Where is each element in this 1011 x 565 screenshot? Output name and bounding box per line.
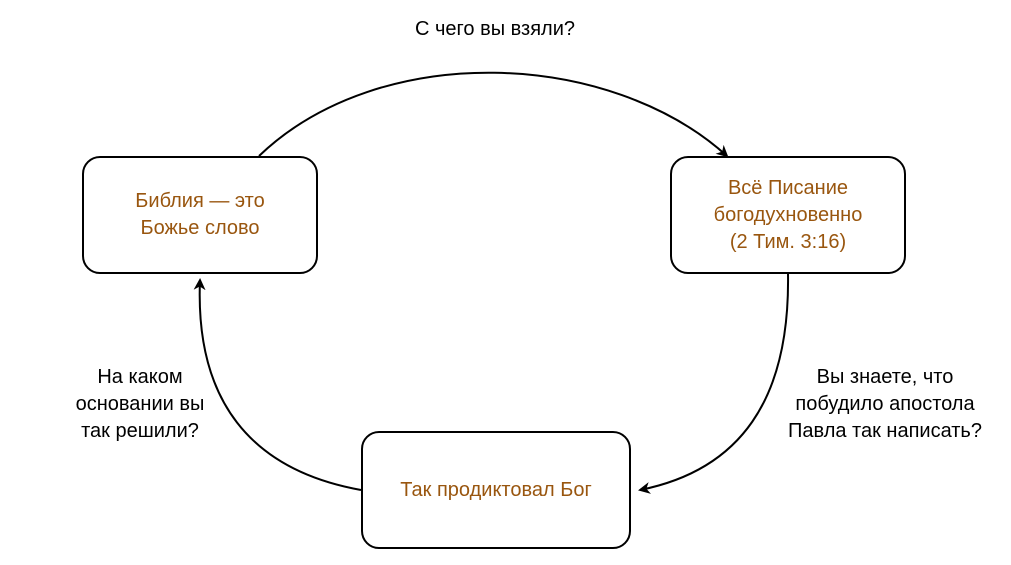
node-scripture-line: Всё Писание xyxy=(727,176,848,199)
edge-label-left-line: основании вы xyxy=(75,393,205,415)
arrow-bible-to-scripture xyxy=(258,71,729,158)
node-bible-is-gods-word[interactable]: Библия — это Божье слово xyxy=(82,156,318,274)
edge-label-left-line: На каком xyxy=(97,366,183,388)
edge-label-right: Вы знаете, что побудило апостола Павла т… xyxy=(760,364,1010,445)
edge-label-right-line: побудило апостола xyxy=(795,393,975,415)
node-god-line: Так продиктовал Бог xyxy=(400,478,592,501)
node-scripture-line: (2 Тим. 3:16) xyxy=(729,230,847,253)
node-all-scripture-inspired[interactable]: Всё Писание богодухновенно (2 Тим. 3:16) xyxy=(670,156,906,274)
edge-label-top: С чего вы взяли? xyxy=(380,16,610,43)
node-god-dictated[interactable]: Так продиктовал Бог xyxy=(361,431,631,549)
arrow-god-to-bible xyxy=(193,278,362,491)
edge-label-right-line: Вы знаете, что xyxy=(816,366,954,388)
edge-label-top-line: С чего вы взяли? xyxy=(415,18,575,40)
node-bible-line: Библия — это xyxy=(135,190,265,212)
node-scripture-line: богодухновенно xyxy=(713,203,863,226)
edge-label-left: На каком основании вы так решили? xyxy=(40,364,240,445)
edge-label-right-line: Павла так написать? xyxy=(788,420,982,442)
arrow-scripture-to-god xyxy=(638,273,790,494)
node-scripture-text: Всё Писание богодухновенно (2 Тим. 3:16) xyxy=(714,175,863,256)
node-god-text: Так продиктовал Бог xyxy=(400,477,592,504)
edge-label-left-line: так решили? xyxy=(81,420,199,442)
node-bible-line: Божье слово xyxy=(140,217,260,239)
node-bible-text: Библия — это Божье слово xyxy=(135,188,264,242)
